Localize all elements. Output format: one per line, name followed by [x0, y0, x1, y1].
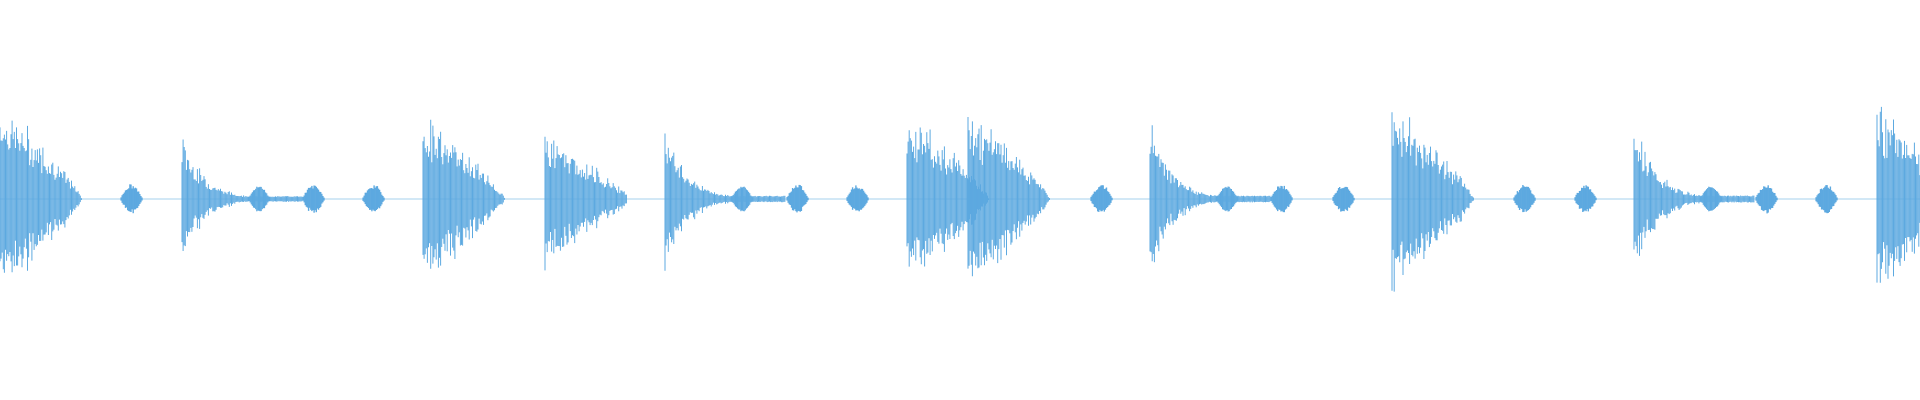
- beat-loud: [906, 127, 989, 267]
- beat-decay: [181, 139, 303, 251]
- beat-loud: [1876, 106, 1920, 283]
- beat-loud: [967, 117, 1050, 277]
- beat-decay: [1149, 125, 1271, 263]
- beat-blip: [1270, 185, 1293, 213]
- beat-blip: [1574, 185, 1597, 212]
- waveform-beats: [0, 106, 1920, 292]
- beat-blip: [120, 184, 143, 214]
- beat-blip: [1332, 186, 1355, 212]
- beat-loud: [0, 120, 82, 273]
- beat-loud: [1391, 112, 1474, 292]
- beat-blip: [1090, 185, 1113, 212]
- beat-mid: [544, 136, 627, 271]
- beat-blip: [1815, 185, 1838, 214]
- beat-loud: [422, 119, 505, 269]
- beat-blip: [1513, 185, 1536, 213]
- beat-blip: [846, 185, 869, 212]
- beat-blip: [302, 185, 325, 213]
- beat-blip: [786, 184, 809, 213]
- beat-decay: [664, 133, 786, 271]
- beat-blip: [1755, 185, 1778, 214]
- beat-decay: [1633, 138, 1755, 256]
- beat-blip: [362, 185, 385, 212]
